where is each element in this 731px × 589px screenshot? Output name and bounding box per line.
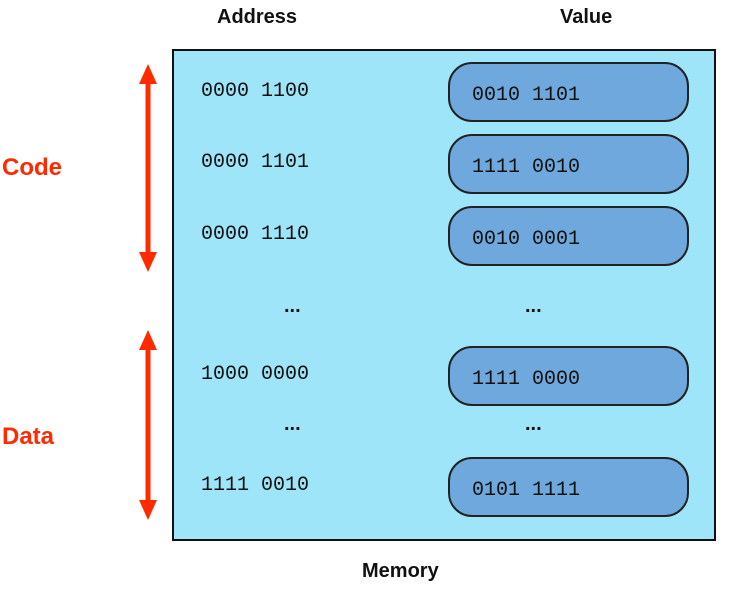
address-row-1: 0000 1100 [201, 80, 310, 103]
code-arrow-head-down [139, 252, 157, 272]
code-arrow-head-up [139, 64, 157, 84]
value-cell-1: 0010 1101 [448, 62, 689, 122]
code-section-label: Code [2, 154, 62, 181]
data-arrow-head-up [139, 330, 157, 350]
value-ellipsis-1: ... [525, 295, 542, 317]
value-column-header: Value [560, 6, 613, 28]
value-cell-5: 0101 1111 [448, 457, 689, 517]
address-row-4: 1000 0000 [201, 363, 310, 386]
address-row-3: 0000 1110 [201, 223, 310, 246]
address-row-2: 0000 1101 [201, 151, 310, 174]
code-range-arrow [139, 64, 157, 272]
address-ellipsis-2: ... [284, 413, 301, 435]
value-cell-3: 0010 0001 [448, 206, 689, 266]
address-row-5: 1111 0010 [201, 474, 310, 497]
value-text-2: 1111 0010 [472, 156, 581, 179]
data-section-label: Data [2, 423, 55, 450]
address-ellipsis-1: ... [284, 295, 301, 317]
value-text-4: 1111 0000 [472, 368, 581, 391]
value-text-1: 0010 1101 [472, 84, 581, 107]
data-arrow-head-down [139, 500, 157, 520]
value-text-5: 0101 1111 [472, 479, 581, 502]
data-range-arrow [139, 330, 157, 520]
value-cell-2: 1111 0010 [448, 134, 689, 194]
value-ellipsis-2: ... [525, 413, 542, 435]
value-cell-4: 1111 0000 [448, 346, 689, 406]
memory-caption: Memory [362, 560, 439, 582]
address-column-header: Address [217, 6, 298, 28]
value-text-3: 0010 0001 [472, 228, 581, 251]
